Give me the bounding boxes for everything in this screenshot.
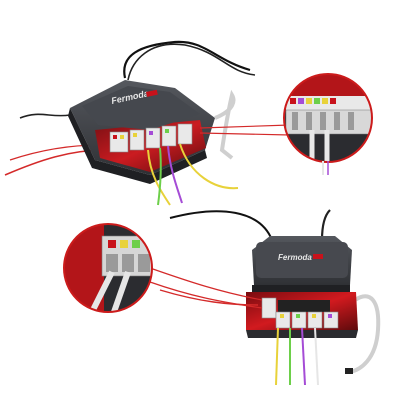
bottom-power-cable	[169, 210, 273, 241]
top-wire-yellow-2	[179, 143, 239, 190]
top-wire-yellow	[147, 149, 171, 206]
top-power-cable	[123, 40, 251, 79]
top-device: Fermoda	[4, 40, 291, 206]
bottom-wire-white	[314, 327, 319, 386]
bottom-ribbon-cable	[349, 294, 381, 374]
bottom-brand-name: Fermoda	[278, 253, 312, 262]
bottom-usb-cable	[320, 209, 331, 241]
top-terminal-strip	[109, 123, 193, 153]
top-ribbon-cable	[214, 89, 236, 160]
bottom-callout-magnifier	[63, 223, 153, 313]
bottom-red-wire-left	[159, 289, 259, 306]
bottom-terminal-strip	[261, 297, 339, 329]
bottom-wire-yellow	[275, 327, 279, 386]
top-brand-badge	[146, 89, 158, 97]
top-usb-cable	[127, 43, 256, 81]
bottom-brand-badge	[313, 254, 323, 259]
bottom-device: Fermoda	[149, 209, 381, 386]
top-wire-green	[157, 147, 162, 206]
top-wire-purple	[167, 145, 183, 204]
top-callout-magnifier	[283, 73, 373, 175]
bottom-wire-purple	[301, 327, 306, 386]
